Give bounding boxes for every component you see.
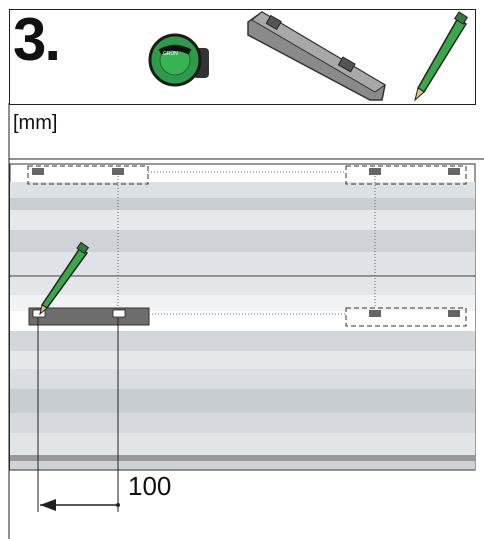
pencil-marking-icon xyxy=(39,241,90,316)
tape-brand-text: GRÜN xyxy=(163,50,178,57)
unit-label: [mm] xyxy=(13,112,58,134)
mounting-rail-icon xyxy=(247,11,386,101)
pencil-icon xyxy=(414,11,469,102)
step-number: 3. xyxy=(13,6,61,73)
dimension-line xyxy=(37,318,120,512)
rail-outline-bottom-right xyxy=(345,307,467,327)
dimension-value: 100 xyxy=(128,471,172,501)
rail-highlight-bottom-left xyxy=(28,307,150,326)
rail-outline-top-left xyxy=(27,165,149,185)
step-header-box xyxy=(9,9,476,105)
rail-outline-top-right xyxy=(345,165,467,185)
tape-measure-icon: GRÜN xyxy=(148,33,209,87)
